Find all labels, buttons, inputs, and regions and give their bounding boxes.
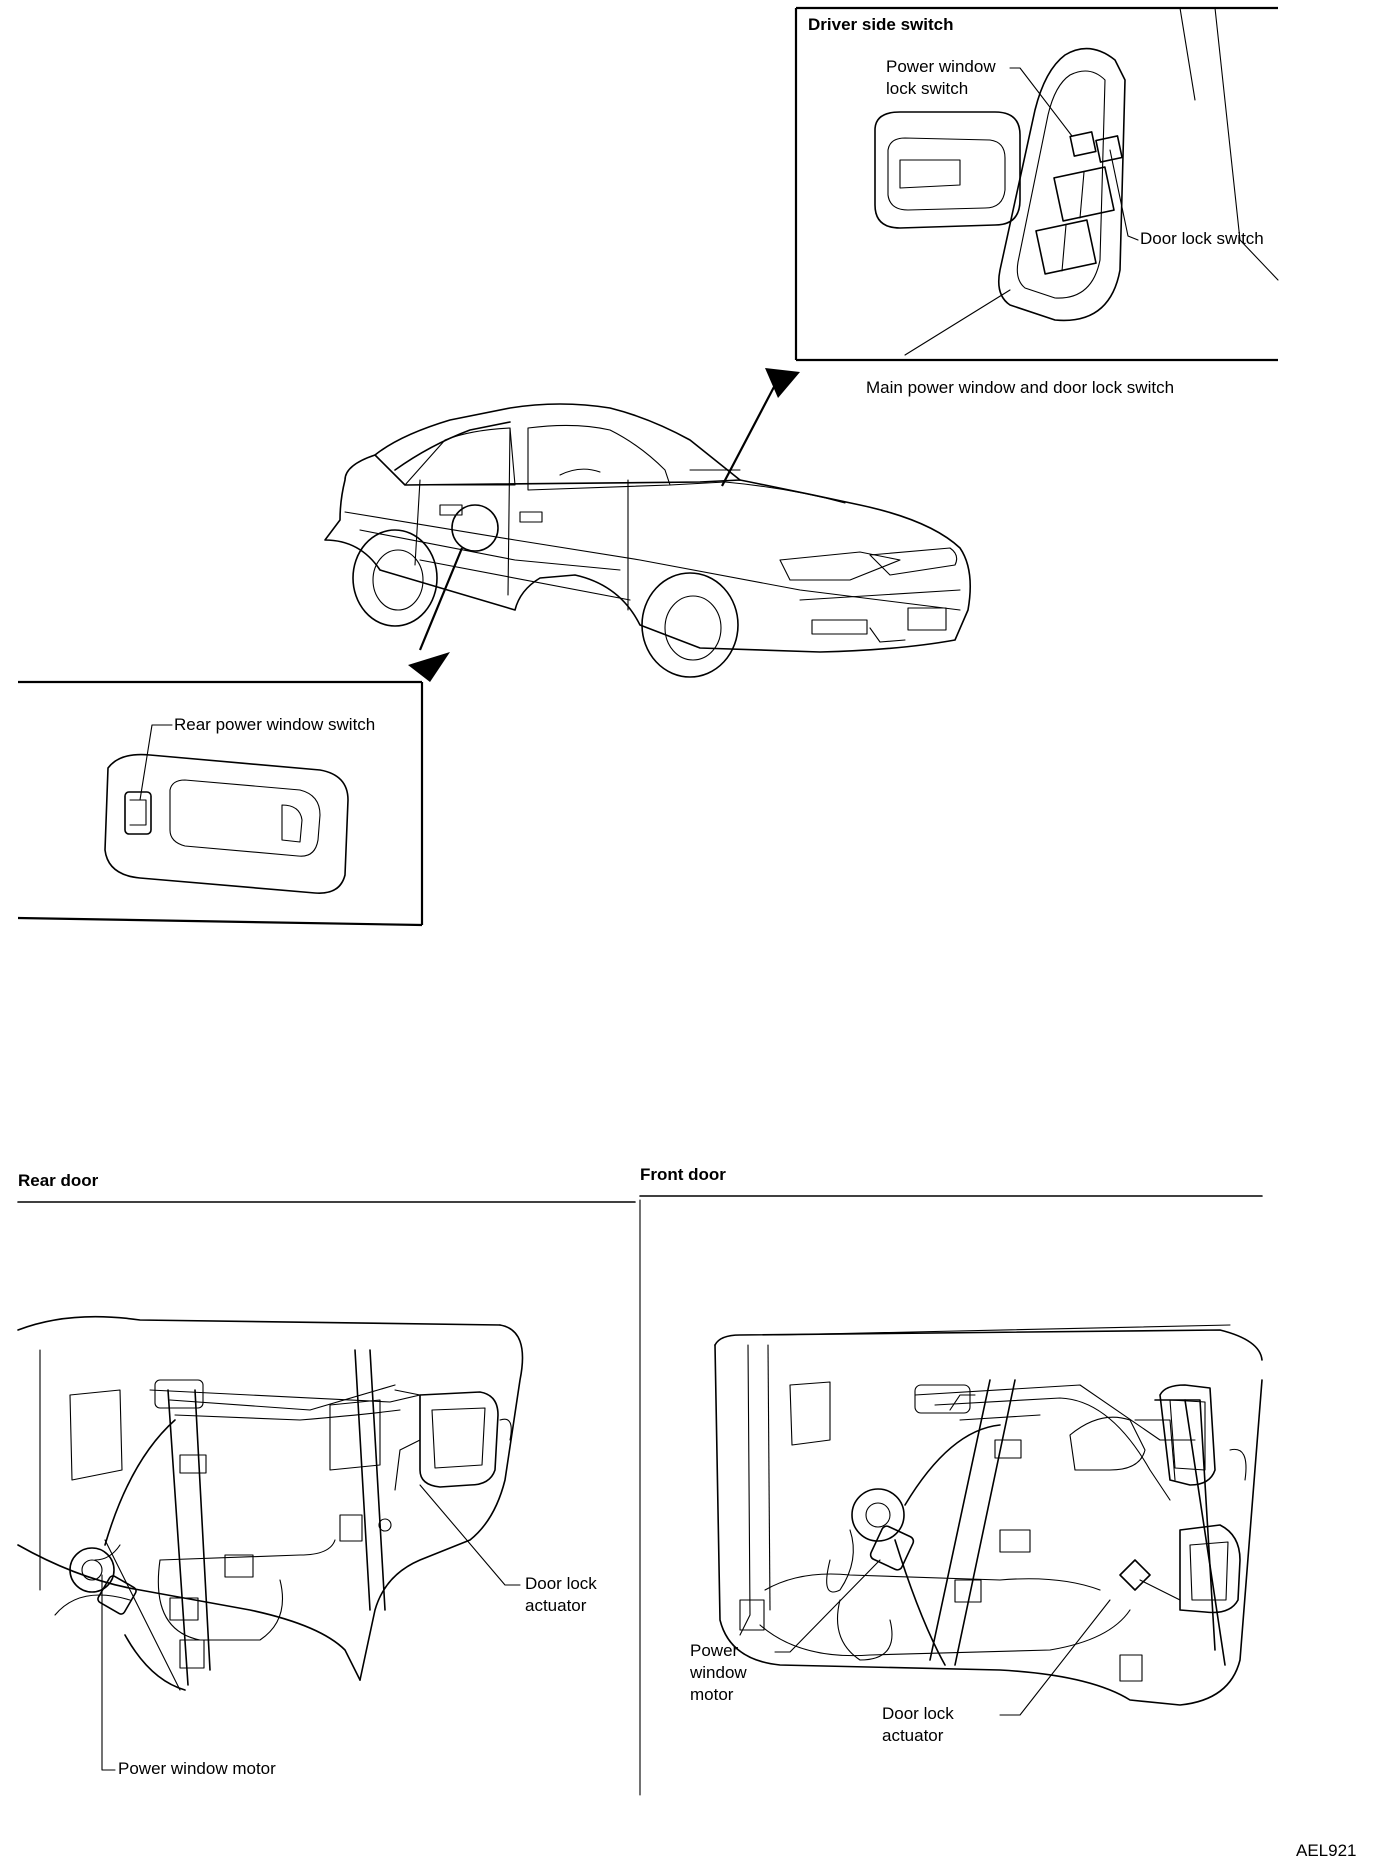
- front-power-window-motor-icon: [851, 1488, 905, 1542]
- front-door-lock-actuator-label: Door lock actuator: [882, 1704, 954, 1745]
- front-door-lock-actuator-icon: [1159, 1384, 1216, 1486]
- switch-pod-icon: [997, 47, 1126, 322]
- door-handle-icon: [874, 111, 1021, 229]
- front-power-window-motor-label: Power window motor: [690, 1641, 747, 1704]
- rear-door-mechanism: [17, 1315, 524, 1771]
- rear-door-lock-actuator-label: Door lock actuator: [525, 1574, 597, 1615]
- rear-power-window-motor-label: Power window motor: [118, 1759, 276, 1778]
- rear-power-window-motor-icon: [69, 1547, 115, 1593]
- window-switch-front-icon: [1053, 166, 1115, 222]
- front-door-title: Front door: [640, 1165, 726, 1184]
- front-door-mechanism: [714, 1324, 1263, 1716]
- power-window-lock-switch-label: Power window lock switch: [886, 57, 996, 98]
- door-lock-switch-label: Door lock switch: [1140, 229, 1264, 248]
- rear-power-window-switch-label: Rear power window switch: [174, 715, 376, 734]
- door-lock-switch-icon: [1095, 135, 1123, 163]
- window-switch-rear-icon: [1035, 219, 1097, 275]
- driver-side-switch-title: Driver side switch: [808, 15, 954, 34]
- arrow-to-rear-switch-panel: [408, 547, 464, 682]
- rear-door-lock-actuator-icon: [419, 1391, 499, 1488]
- arrow-to-driver-panel: [721, 368, 800, 487]
- power-window-lock-switch-icon: [1069, 131, 1097, 157]
- rear-door-handle-bezel-icon: [104, 753, 349, 894]
- driver-switch-panel: [794, 6, 1279, 362]
- car-illustration: [324, 403, 972, 678]
- rear-power-window-switch-icon: [124, 791, 152, 835]
- rear-door-title: Rear door: [18, 1171, 99, 1190]
- rear-switch-panel: [17, 680, 424, 927]
- driver-panel-caption: Main power window and door lock switch: [866, 378, 1175, 397]
- figure-code: AEL921: [1296, 1841, 1357, 1860]
- front-lock-rod-icon: [1119, 1559, 1151, 1591]
